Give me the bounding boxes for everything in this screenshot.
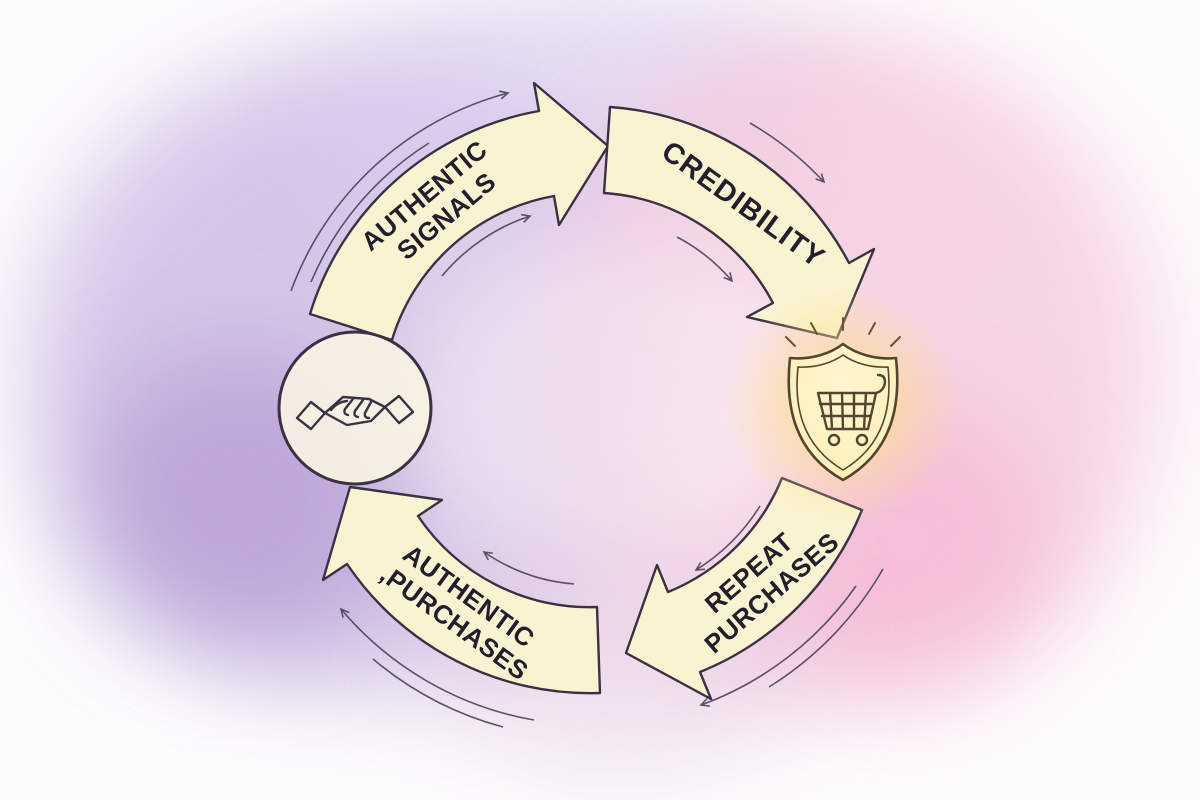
sketch-arrow xyxy=(482,550,575,585)
shield-inner-outline xyxy=(796,354,890,471)
shield-cart-icon xyxy=(785,317,901,482)
sketch-arrow xyxy=(694,505,761,571)
sketch-arrow xyxy=(699,585,857,707)
sketch-arrow xyxy=(441,213,532,277)
handshake-icon xyxy=(295,394,415,431)
arrow-credibility xyxy=(602,105,876,340)
shield-cart-node xyxy=(723,285,963,525)
sketch-arrow xyxy=(372,658,504,728)
sketch-arrow xyxy=(310,142,430,283)
sketch-arrow xyxy=(290,90,510,292)
arrow-authentic-purchases xyxy=(321,485,602,695)
sketch-arrow xyxy=(676,236,734,283)
cycle-arrows xyxy=(308,81,876,701)
sketch-arrow xyxy=(749,122,826,184)
sketch-arrows xyxy=(290,90,884,728)
arrow-authentic-signals xyxy=(308,81,610,342)
sketch-arrow xyxy=(339,607,535,721)
sketch-arrow xyxy=(768,568,884,688)
sparkle-lines xyxy=(785,317,901,347)
arrow-repeat-purchases xyxy=(624,476,864,701)
handshake-node xyxy=(277,330,433,486)
cart-icon xyxy=(816,373,887,447)
